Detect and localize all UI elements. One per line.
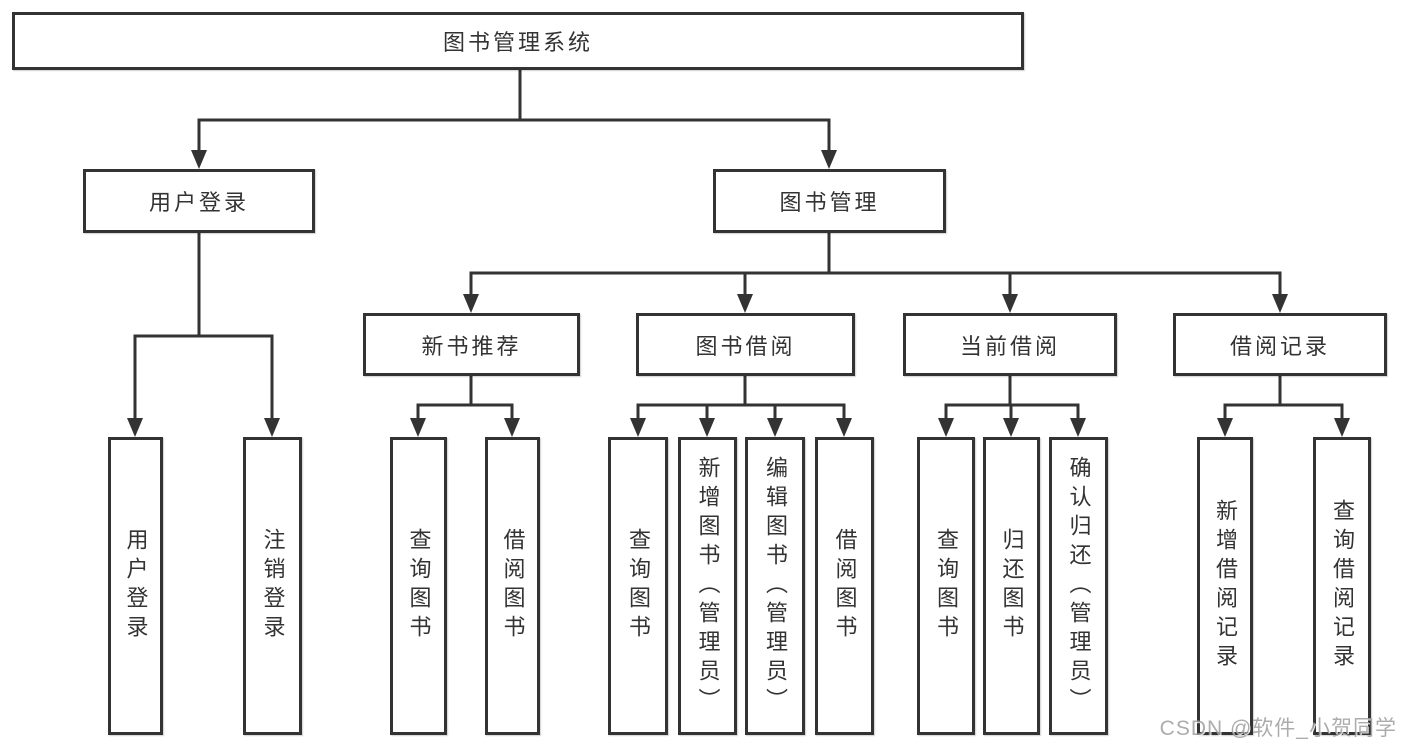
node-user-login-branch: 用户登录 xyxy=(83,169,315,233)
leaf-confirm-return-admin: 确认归还（管理员） xyxy=(1049,437,1108,735)
leaf-query-books-recommendation: 查询图书 xyxy=(390,437,447,735)
node-new-book-recommendation: 新书推荐 xyxy=(363,313,580,376)
leaf-borrow-books-recommendation: 借阅图书 xyxy=(485,437,540,735)
leaf-query-borrowing-record: 查询借阅记录 xyxy=(1313,437,1371,735)
leaf-borrow-books: 借阅图书 xyxy=(815,437,874,735)
node-current-borrowing: 当前借阅 xyxy=(903,313,1117,376)
csdn-watermark: CSDN @软件_小贺同学 xyxy=(1159,717,1397,740)
leaf-return-books: 归还图书 xyxy=(983,437,1040,735)
node-book-borrowing: 图书借阅 xyxy=(636,313,855,376)
leaf-logout: 注销登录 xyxy=(243,437,302,735)
node-borrowing-records: 借阅记录 xyxy=(1173,313,1387,376)
node-book-management-branch: 图书管理 xyxy=(713,169,946,233)
leaf-query-books-borrowing: 查询图书 xyxy=(608,437,668,735)
leaf-add-borrowing-record: 新增借阅记录 xyxy=(1197,437,1253,735)
node-library-management-system: 图书管理系统 xyxy=(12,12,1024,70)
leaf-add-books-admin: 新增图书（管理员） xyxy=(678,437,737,735)
leaf-user-login: 用户登录 xyxy=(108,437,163,735)
leaf-query-books-current: 查询图书 xyxy=(917,437,975,735)
leaf-edit-books-admin: 编辑图书（管理员） xyxy=(745,437,805,735)
